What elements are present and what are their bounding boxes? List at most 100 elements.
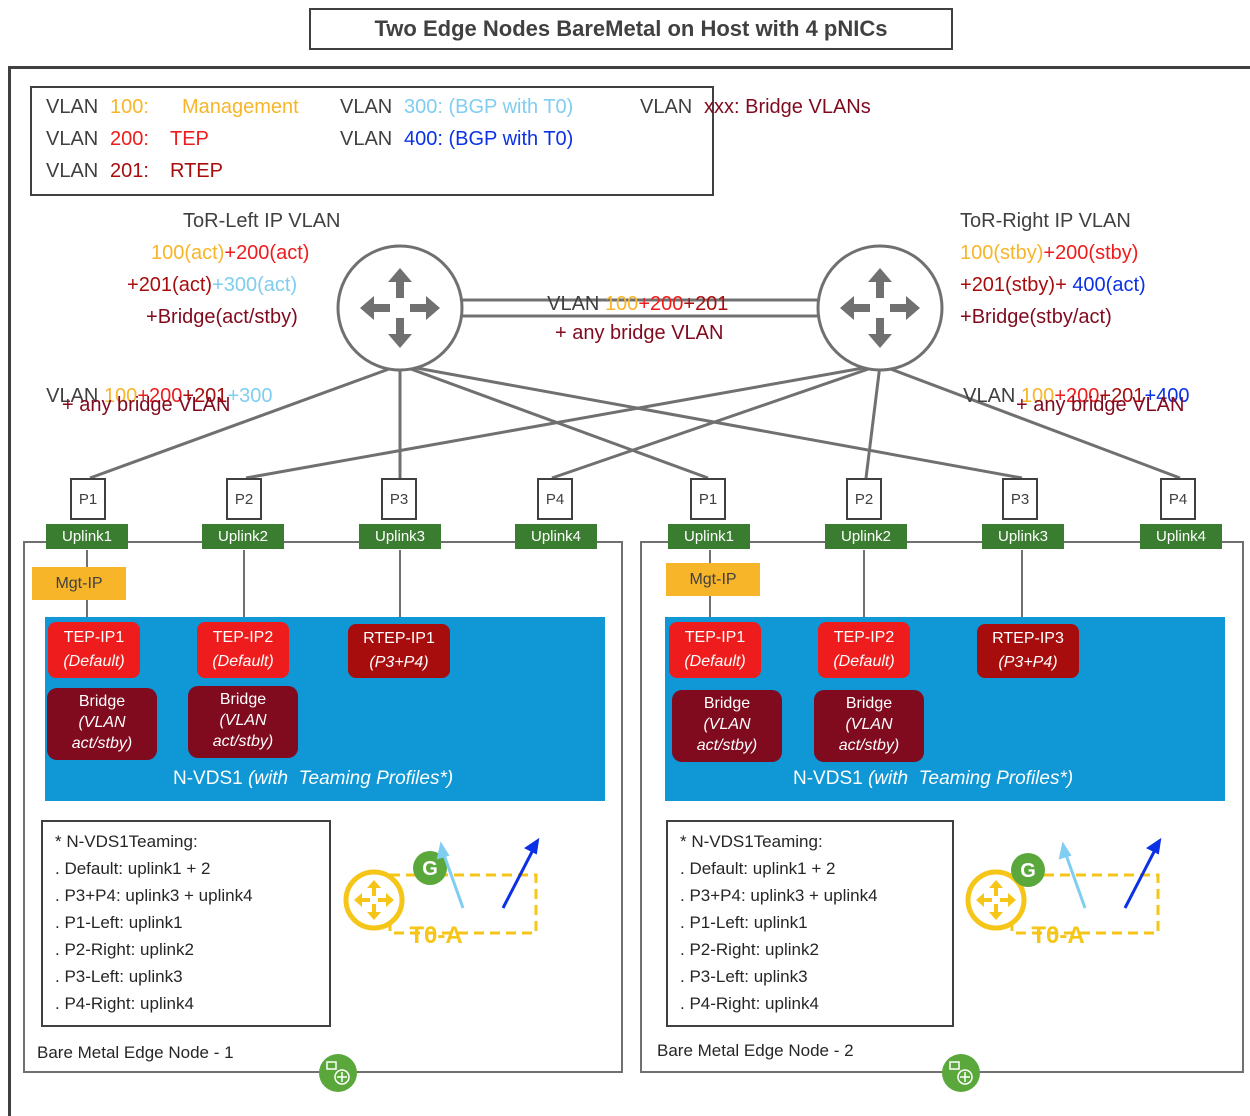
bridge-2: Bridge (VLAN act/stby)	[814, 690, 924, 762]
tor-right-vlans-row3: +Bridge(stby/act)	[960, 306, 1112, 329]
legend-vlan-label: VLAN	[46, 128, 99, 150]
interlink-vlan-100: 100	[604, 293, 639, 315]
bridge-mode: act/stby)	[696, 737, 758, 754]
uplink4[interactable]: Uplink4	[1140, 524, 1222, 549]
rtep-ip: RTEP-IP3 (P3+P4)	[977, 624, 1079, 678]
bridge-name: Bridge	[78, 693, 126, 710]
bridge-1: Bridge (VLAN act/stby)	[672, 690, 782, 762]
teaming-item: . P2-Right: uplink2	[680, 940, 819, 959]
tor-left-vlan-300: 300(act)	[223, 274, 298, 296]
right-bridge-vlan: + any bridge VLAN	[1016, 394, 1185, 416]
tor-right-bridge: Bridge(stby/act)	[971, 306, 1112, 328]
t0-gateway-icon: G T0-A	[343, 837, 540, 949]
rtep-ip-name: RTEP-IP3	[992, 630, 1064, 647]
tor-right-plus: +	[1043, 242, 1056, 264]
bridge-1: Bridge (VLAN act/stby)	[47, 688, 157, 760]
right-uplink-vlans: VLAN 100+200+201+400	[952, 362, 1190, 408]
bridge-vlan: (VLAN	[703, 716, 751, 733]
t0-label: T0-A	[409, 922, 462, 949]
tep-ip2-name: TEP-IP2	[833, 629, 895, 646]
tor-left-vlan-201: 201(act)	[138, 274, 213, 296]
teaming-item: . P3+P4: uplink3 + uplink4	[680, 886, 878, 905]
legend-tep: TEP	[170, 128, 209, 150]
legend-vlan-200: 200:	[110, 128, 149, 150]
tor-right-vlan-400: 400(act)	[1072, 274, 1146, 296]
bridge-name: Bridge	[703, 695, 751, 712]
left-plus: +	[182, 385, 195, 407]
bridge-mode: act/stby)	[212, 733, 274, 750]
teaming-item: . Default: uplink1 + 2	[55, 859, 211, 878]
tep-ip2-teaming: (Default)	[833, 653, 895, 670]
edge-node-icon	[942, 1054, 980, 1092]
teaming-policy-box: * N-VDS1Teaming: . Default: uplink1 + 2 …	[666, 820, 954, 1027]
nvds-label: N-VDS1 (with Teaming Profiles*)	[793, 768, 1073, 790]
tep-ip1-teaming: (Default)	[63, 653, 125, 670]
uplink3[interactable]: Uplink3	[982, 524, 1064, 549]
tor-right-plus: +	[960, 306, 972, 328]
right-vlan-400: 400	[1156, 385, 1190, 407]
legend-rtep: RTEP	[170, 160, 223, 182]
left-vlan-100: 100	[103, 385, 138, 407]
edge-node-icon	[319, 1054, 357, 1092]
tor-right-plus: +	[1055, 274, 1073, 296]
interlink-bridge: + any bridge VLAN	[555, 322, 724, 344]
tor-right-vlans-row1: 100(stby)+200(stby)	[960, 242, 1138, 265]
nvds-name: N-VDS1	[793, 768, 868, 789]
right-vlan-200: 200	[1066, 385, 1100, 407]
interlink-vlan-200: 200	[650, 293, 684, 315]
tor-left-vlans-row2: +201(act)+300(act)	[127, 274, 297, 297]
bridge-name: Bridge	[845, 695, 893, 712]
bridge-name: Bridge	[219, 691, 267, 708]
teaming-title: * N-VDS1Teaming:	[55, 832, 198, 851]
tor-right-vlan-200: 200(stby)	[1055, 242, 1139, 264]
tep-ip2: TEP-IP2 (Default)	[197, 622, 289, 678]
teaming-item: . P4-Right: uplink4	[680, 994, 819, 1013]
mgt-ip: Mgt-IP	[666, 563, 760, 596]
tep-ip1-name: TEP-IP1	[63, 629, 125, 646]
tor-left-title: ToR-Left IP VLAN	[183, 210, 341, 232]
legend-vlan-label: VLAN	[46, 160, 99, 182]
mgt-ip: Mgt-IP	[32, 567, 126, 600]
tep-ip1: TEP-IP1 (Default)	[48, 622, 140, 678]
tor-right-vlans-row2: +201(stby)+ 400(act)	[960, 274, 1146, 297]
tor-right-router-icon	[816, 244, 944, 372]
legend-vlan-201: 201:	[110, 160, 149, 182]
right-plus: +	[1099, 385, 1112, 407]
uplink1[interactable]: Uplink1	[668, 524, 750, 549]
gateway-g-badge: G	[1020, 860, 1036, 882]
tor-left-plus: +	[224, 242, 237, 264]
uplink2[interactable]: Uplink2	[825, 524, 907, 549]
uplink2[interactable]: Uplink2	[202, 524, 284, 549]
edge-node-label: Bare Metal Edge Node - 2	[657, 1041, 854, 1060]
left-bridge-vlan: + any bridge VLAN	[62, 394, 231, 416]
tor-left-bridge: Bridge(act/stby)	[157, 306, 298, 328]
vlan-legend: VLAN 100: Management VLAN 200: TEP VLAN …	[30, 86, 871, 196]
port-p3: P3	[381, 478, 417, 520]
left-vlan-201: 201	[194, 385, 228, 407]
tor-left-vlans-row3: +Bridge(act/stby)	[146, 306, 298, 329]
nvds-label: N-VDS1 (with Teaming Profiles*)	[173, 768, 453, 790]
tor-right-title: ToR-Right IP VLAN	[960, 210, 1131, 232]
tep-ip2-name: TEP-IP2	[212, 629, 274, 646]
uplink3[interactable]: Uplink3	[359, 524, 441, 549]
port-p4: P4	[1160, 478, 1196, 520]
nvds-name: N-VDS1	[173, 768, 248, 789]
edge-node-2	[640, 541, 1244, 1073]
port-p2: P2	[846, 478, 882, 520]
tor-right-plus: +	[960, 274, 972, 296]
diagram-title: Two Edge Nodes BareMetal on Host with 4 …	[309, 8, 953, 50]
legend-vlan-label: VLAN	[640, 96, 693, 118]
legend-vlan-label: VLAN	[46, 96, 99, 118]
teaming-item: . P3+P4: uplink3 + uplink4	[55, 886, 253, 905]
port-p2: P2	[226, 478, 262, 520]
rtep-ip: RTEP-IP1 (P3+P4)	[348, 624, 450, 678]
uplink4[interactable]: Uplink4	[515, 524, 597, 549]
legend-bridge-vlans: xxx: Bridge VLANs	[704, 96, 871, 118]
bridge-vlan: (VLAN	[845, 716, 893, 733]
rtep-ip-teaming: (P3+P4)	[369, 654, 429, 671]
bridge-2: Bridge (VLAN act/stby)	[188, 686, 298, 758]
uplink1[interactable]: Uplink1	[46, 524, 128, 549]
interlink-vlan-word: VLAN	[547, 293, 605, 315]
port-p4: P4	[537, 478, 573, 520]
teaming-policy-box: * N-VDS1Teaming: . Default: uplink1 + 2 …	[41, 820, 331, 1027]
